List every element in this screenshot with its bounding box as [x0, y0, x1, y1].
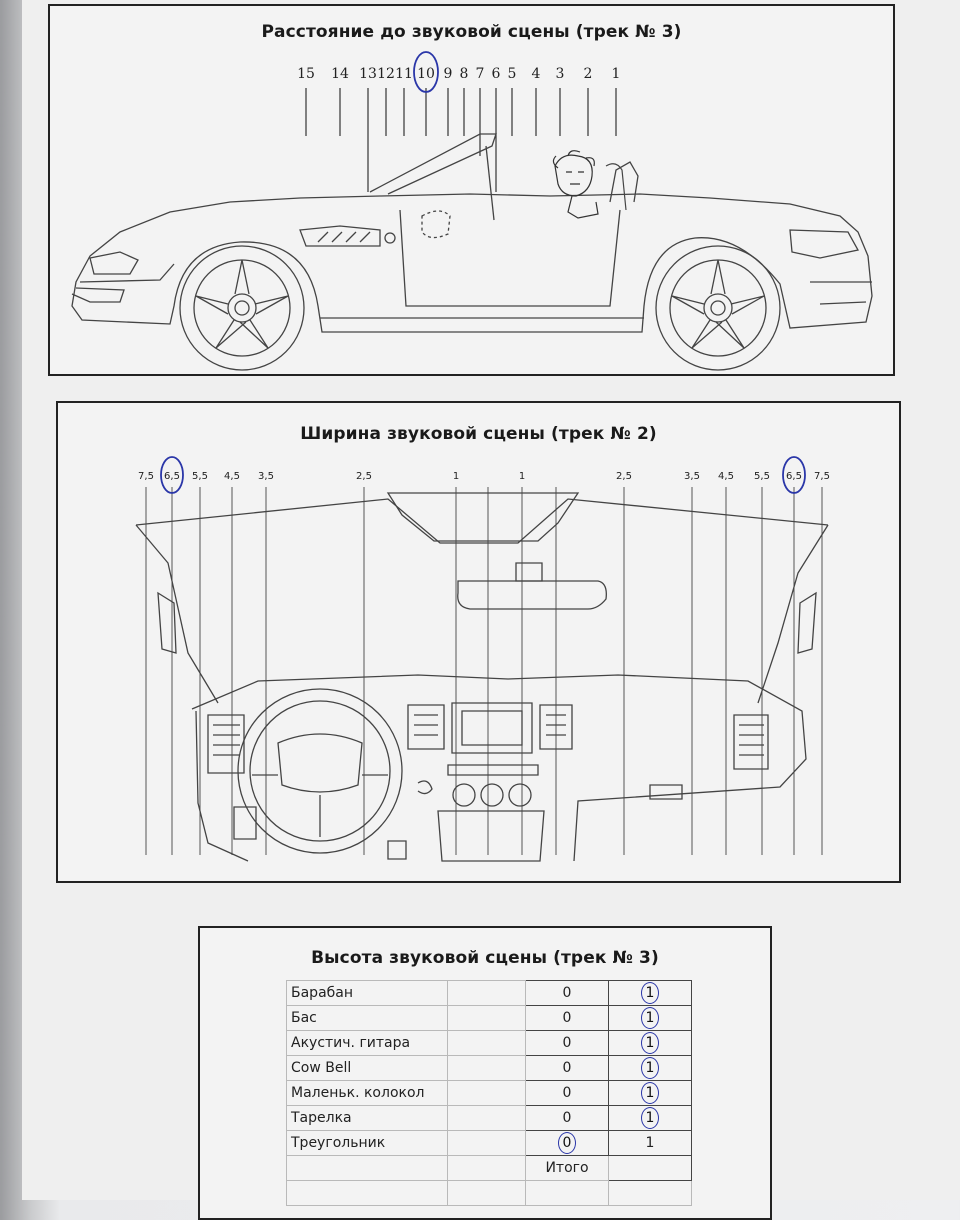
circled-mark: 1	[641, 1007, 659, 1029]
distance-tick-label: 12	[377, 66, 395, 82]
table-row: Тарелка 0 1	[286, 1105, 692, 1131]
distance-tick-label: 15	[297, 66, 315, 82]
car-interior-icon	[135, 492, 829, 862]
instrument-cell: Cow Bell	[286, 1055, 448, 1081]
distance-tick-label: 5	[508, 66, 517, 82]
mark-cell: 1	[608, 1005, 692, 1031]
circled-mark: 1	[641, 1032, 659, 1054]
width-tick-label: 7,5	[138, 471, 154, 482]
distance-tick-label: 7	[476, 66, 485, 82]
circled-mark: 0	[558, 1132, 576, 1154]
circled-mark: 1	[641, 982, 659, 1004]
circled-mark: 1	[641, 1057, 659, 1079]
width-tick-label: 2,5	[356, 471, 372, 482]
distance-tick-label: 14	[331, 66, 349, 82]
value-cell: 0	[525, 980, 609, 1006]
distance-tick-label: 8	[460, 66, 469, 82]
driver-sketch-icon	[552, 150, 599, 219]
width-tick-label: 1	[453, 471, 459, 482]
circled-mark	[782, 456, 806, 494]
width-tick-label: 3,5	[684, 471, 700, 482]
instrument-cell: Барабан	[286, 980, 448, 1006]
width-panel: Ширина звуковой сцены (трек № 2) 7,5 6,5 5…	[56, 401, 901, 883]
mark-cell: 1	[608, 1130, 692, 1156]
width-tick-label: 4,5	[718, 471, 734, 482]
circled-mark: 1	[641, 1107, 659, 1129]
dashboard-drawing: 7,5 6,5 5,5 4,5 3,5 2,5 1 1 2,5 3,5 4,5 5,5 6,5 7,5	[135, 456, 830, 862]
width-tick-label: 7,5	[814, 471, 830, 482]
table-row: Барабан 0 1	[286, 980, 692, 1006]
table-row: Cow Bell 0 1	[286, 1055, 692, 1081]
table-row: Маленьк. колокол 0 1	[286, 1080, 692, 1106]
width-scale: 7,5 6,5 5,5 4,5 3,5 2,5 1 1 2,5 3,5 4,5 5,5 6,5 7,5	[138, 456, 830, 855]
table-row	[286, 1180, 692, 1206]
circled-mark	[160, 456, 184, 494]
height-title: Высота звуковой сцены (трек № 3)	[311, 948, 659, 968]
distance-tick-label: 6	[492, 66, 501, 82]
width-tick-label: 1	[519, 471, 525, 482]
instrument-cell: Акустич. гитара	[286, 1030, 448, 1056]
width-tick-label: 5,5	[754, 471, 770, 482]
distance-tick-label: 13	[359, 66, 377, 82]
convertible-car-icon	[71, 133, 873, 371]
mark-cell: 1	[608, 1030, 692, 1056]
distance-tick-label: 10	[417, 66, 435, 82]
value-cell: 0	[525, 1080, 609, 1106]
height-table: Барабан 0 1 Бас 0 1 Акустич. гитара 0 1 …	[286, 980, 692, 1206]
height-panel: Высота звуковой сцены (трек № 3) Барабан…	[198, 926, 772, 1220]
mark-cell: 1	[608, 980, 692, 1006]
distance-panel: Расстояние до звуковой сцены (трек № 3) …	[48, 4, 895, 376]
value-cell: 0	[525, 1105, 609, 1131]
table-row: Бас 0 1	[286, 1005, 692, 1031]
width-tick-label: 6,5	[786, 471, 802, 482]
circled-mark: 1	[641, 1082, 659, 1104]
instrument-cell: Маленьк. колокол	[286, 1080, 448, 1106]
distance-tick-label: 11	[395, 66, 413, 82]
table-row: Акустич. гитара 0 1	[286, 1030, 692, 1056]
total-cell	[608, 1155, 692, 1181]
mark-cell: 1	[608, 1055, 692, 1081]
distance-tick-label: 3	[556, 66, 565, 82]
value-cell: 0	[525, 1005, 609, 1031]
width-tick-label: 5,5	[192, 471, 208, 482]
instrument-cell: Треугольник	[286, 1130, 448, 1156]
mark-cell: 1	[608, 1105, 692, 1131]
distance-tick-label: 1	[612, 66, 621, 82]
value-cell: 0	[525, 1055, 609, 1081]
value-cell: 0	[525, 1030, 609, 1056]
distance-tick-label: 2	[584, 66, 593, 82]
width-tick-label: 2,5	[616, 471, 632, 482]
distance-tick-label: 4	[532, 66, 541, 82]
total-label: Итого	[525, 1155, 609, 1181]
distance-tick-label: 9	[444, 66, 453, 82]
table-row: Треугольник 0 1	[286, 1130, 692, 1156]
mark-cell: 1	[608, 1080, 692, 1106]
instrument-cell: Тарелка	[286, 1105, 448, 1131]
width-tick-label: 6,5	[164, 471, 180, 482]
width-title: Ширина звуковой сцены (трек № 2)	[300, 424, 657, 444]
width-tick-label: 4,5	[224, 471, 240, 482]
value-cell: 0	[525, 1130, 609, 1156]
table-row: Итого	[286, 1155, 692, 1181]
width-tick-label: 3,5	[258, 471, 274, 482]
instrument-cell: Бас	[286, 1005, 448, 1031]
distance-title: Расстояние до звуковой сцены (трек № 3)	[261, 22, 682, 42]
circled-mark	[413, 51, 439, 93]
